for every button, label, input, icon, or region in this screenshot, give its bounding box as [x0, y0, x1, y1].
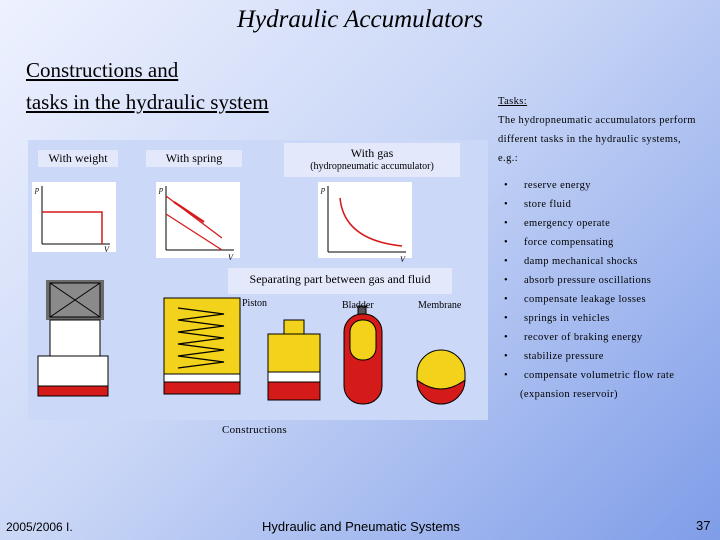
- spring-accumulator: [163, 297, 241, 395]
- axis-p-gas: p: [320, 185, 325, 194]
- piston-accumulator: [267, 319, 321, 401]
- label-piston: Piston: [242, 298, 268, 309]
- task-item: emergency operate: [498, 214, 698, 233]
- tasks-intro: The hydropneumatic accumulators perform …: [498, 115, 696, 164]
- label-with-gas: With gas (hydropneumatic accumulator): [284, 143, 460, 177]
- task-item: compensate leakage losses: [498, 290, 698, 309]
- page-number: 37: [696, 518, 711, 533]
- task-item: compensate volumetric flow rate: [498, 366, 698, 385]
- bladder-accumulator: [343, 305, 383, 405]
- label-bladder: Bladder: [342, 300, 374, 311]
- label-with-spring: With spring: [146, 150, 242, 167]
- task-item: damp mechanical shocks: [498, 252, 698, 271]
- axis-v-weight: V: [104, 245, 110, 254]
- task-item: springs in vehicles: [498, 309, 698, 328]
- task-item: recover of braking energy: [498, 328, 698, 347]
- footer-course-title: Hydraulic and Pneumatic Systems: [262, 519, 460, 534]
- membrane-accumulator: [416, 349, 466, 405]
- footer-date: 2005/2006 I.: [6, 520, 73, 534]
- label-with-gas-sub: (hydropneumatic accumulator): [310, 161, 434, 172]
- label-membrane: Membrane: [418, 300, 462, 311]
- tasks-heading: Tasks:: [498, 96, 528, 107]
- pv-chart-weight: p V: [32, 182, 116, 254]
- label-with-gas-title: With gas: [350, 146, 394, 160]
- slide-title: Hydraulic Accumulators: [236, 6, 484, 33]
- label-constructions: Constructions: [222, 424, 288, 436]
- pv-chart-spring: p V: [156, 182, 240, 262]
- task-item: store fluid: [498, 195, 698, 214]
- axis-p-spring: p: [158, 185, 163, 194]
- tasks-list: reserve energy store fluid emergency ope…: [498, 176, 698, 385]
- subtitle-line-1: Constructions and: [26, 58, 179, 82]
- axis-p-weight: p: [34, 185, 39, 194]
- label-with-weight: With weight: [38, 150, 118, 167]
- task-item: stabilize pressure: [498, 347, 698, 366]
- task-item: force compensating: [498, 233, 698, 252]
- pv-chart-gas: p V: [318, 182, 412, 264]
- weight-accumulator: [37, 280, 109, 397]
- axis-v-gas: V: [400, 255, 406, 264]
- axis-v-spring: V: [228, 253, 234, 262]
- label-separating-part: Separating part between gas and fluid: [249, 272, 431, 286]
- diagram-graphics: p V p V p V: [32, 182, 466, 405]
- task-item: absorb pressure oscillations: [498, 271, 698, 290]
- subtitle-line-2: tasks in the hydraulic system: [26, 90, 269, 114]
- accumulator-diagram: With weight With spring With gas (hydrop…: [28, 140, 488, 420]
- task-item: reserve energy: [498, 176, 698, 195]
- tasks-panel: Tasks: The hydropneumatic accumulators p…: [498, 92, 698, 404]
- slide-subtitle: Constructions and tasks in the hydraulic…: [26, 54, 269, 118]
- task-item-continuation: (expansion reservoir): [520, 389, 618, 400]
